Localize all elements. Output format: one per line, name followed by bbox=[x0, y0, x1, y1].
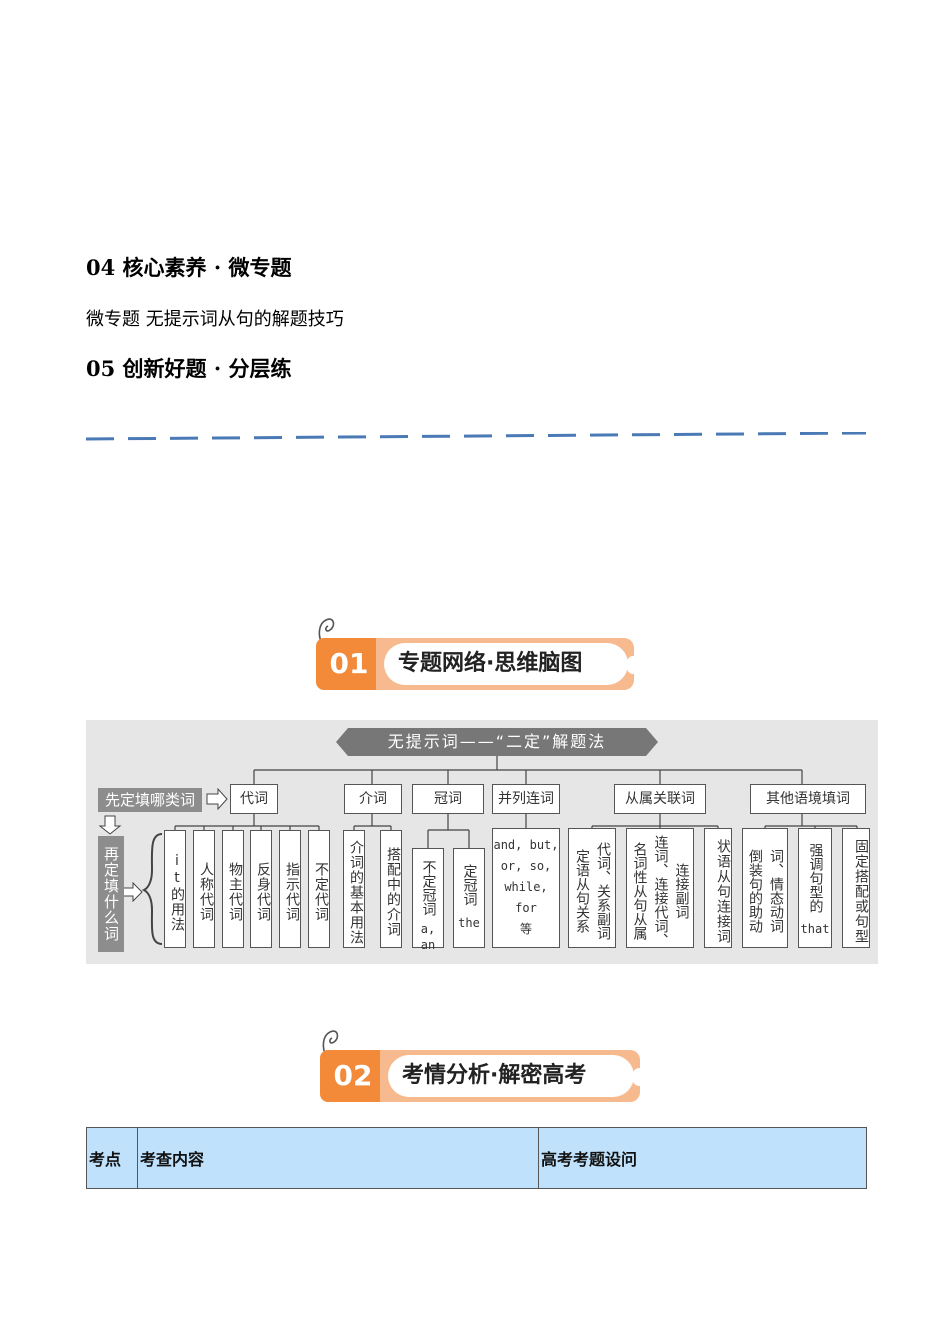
header-exam-questions: 高考考题设问 bbox=[538, 1127, 867, 1189]
conj-line-3: while, bbox=[504, 880, 548, 894]
dashed-divider bbox=[86, 432, 866, 441]
leaf-fixed-collocation: 固定搭配或句型 bbox=[842, 828, 870, 948]
leaf-relative-clause: 代词、关系副词 定语从句关系 bbox=[568, 828, 616, 948]
leaf-definite-article-label: 定冠词 bbox=[461, 864, 478, 906]
paperclip-icon bbox=[322, 1030, 339, 1057]
leaf-definite-article-words: the bbox=[458, 916, 480, 930]
leaf-coord-conjunctions: and, but, or, so, while, for 等 bbox=[492, 828, 560, 948]
leaf-prep-collocation: 搭配中的介词 bbox=[380, 830, 402, 948]
leaf-noun-clause: 连接副词 连词、连接代词、 名词性从句从属 bbox=[626, 828, 694, 948]
leaf-indefinite-article-words: a, an bbox=[420, 922, 436, 952]
step1-label: 先定填哪类词 bbox=[98, 788, 202, 812]
leaf-definite-article: 定冠词 the bbox=[453, 848, 485, 948]
leaf-noun-clause-col1: 连接副词 bbox=[673, 863, 690, 919]
exam-analysis-table: 考点 考查内容 高考考题设问 bbox=[86, 1127, 867, 1189]
leaf-indefinite-article-label: 不定冠词 bbox=[420, 860, 437, 916]
conj-line-5: 等 bbox=[519, 922, 532, 936]
banner-number: 01 bbox=[316, 638, 382, 690]
leaf-reflexive-pronoun: 反身代词 bbox=[250, 830, 272, 948]
mind-map-title: 无提示词——“二定”解题法 bbox=[387, 732, 607, 751]
banner-title: 考情分析·解密高考 bbox=[388, 1055, 634, 1097]
leaf-auxiliary-modal: 词、情态动词 倒装句的助动 bbox=[742, 828, 788, 948]
leaf-auxiliary-modal-col2: 倒装句的助动 bbox=[747, 849, 763, 933]
leaf-demonstrative-pronoun: 指示代词 bbox=[279, 830, 301, 948]
leaf-auxiliary-modal-col1: 词、情态动词 bbox=[768, 849, 784, 933]
conj-line-1: and, but, bbox=[493, 838, 559, 852]
paperclip-icon bbox=[318, 618, 335, 645]
category-article: 冠词 bbox=[412, 784, 484, 814]
leaf-emphatic-label: 强调句型的 bbox=[807, 843, 824, 913]
mind-map-connectors bbox=[98, 728, 858, 945]
section-banner-02: 02 考情分析·解密高考 bbox=[320, 1030, 646, 1104]
step2-label: 再定填什么词 bbox=[98, 836, 124, 952]
leaf-prep-basic: 介词的基本用法 bbox=[343, 830, 365, 948]
mind-map: 无提示词——“二定”解题法 先定填哪类词 再定填什么词 代词 介词 冠词 并列连… bbox=[86, 720, 878, 964]
leaf-noun-clause-col3: 名词性从句从属 bbox=[631, 842, 648, 940]
leaf-indefinite-pronoun: 不定代词 bbox=[308, 830, 330, 948]
category-preposition: 介词 bbox=[344, 784, 402, 814]
header-content: 考查内容 bbox=[137, 1127, 539, 1189]
section-banner-01: 01 专题网络·思维脑图 bbox=[316, 618, 640, 692]
leaf-emphatic-word: that bbox=[800, 922, 830, 936]
leaf-personal-pronoun: 人称代词 bbox=[193, 830, 215, 948]
category-subordinator: 从属关联词 bbox=[614, 784, 706, 814]
leaf-emphatic-that: 强调句型的 that bbox=[798, 828, 832, 948]
conj-line-4: for bbox=[515, 901, 537, 915]
section-05-title: 05 创新好题 · 分层练 bbox=[86, 356, 292, 381]
category-other: 其他语境填词 bbox=[750, 784, 866, 814]
category-coord-conj: 并列连词 bbox=[492, 784, 560, 814]
banner-title: 专题网络·思维脑图 bbox=[384, 643, 628, 685]
conj-line-2: or, so, bbox=[500, 859, 552, 873]
leaf-possessive-pronoun: 物主代词 bbox=[222, 830, 244, 948]
leaf-noun-clause-col2: 连词、连接代词、 bbox=[652, 835, 669, 947]
leaf-it-usage: it的用法 bbox=[164, 830, 186, 948]
header-exam-point: 考点 bbox=[86, 1127, 138, 1189]
leaf-indefinite-article: 不定冠词 a, an bbox=[412, 848, 444, 952]
section-04-title: 04 核心素养 · 微专题 bbox=[86, 255, 292, 280]
category-pronoun: 代词 bbox=[230, 784, 278, 814]
banner-number: 02 bbox=[320, 1050, 386, 1102]
leaf-relative-clause-col1: 代词、关系副词 bbox=[595, 842, 611, 940]
leaf-adverbial-clause: 状语从句连接词 bbox=[704, 828, 732, 948]
leaf-relative-clause-col2: 定语从句关系 bbox=[574, 849, 590, 933]
section-04-subtitle: 微专题 无提示词从句的解题技巧 bbox=[86, 309, 344, 330]
table-header-row: 考点 考查内容 高考考题设问 bbox=[86, 1127, 867, 1189]
